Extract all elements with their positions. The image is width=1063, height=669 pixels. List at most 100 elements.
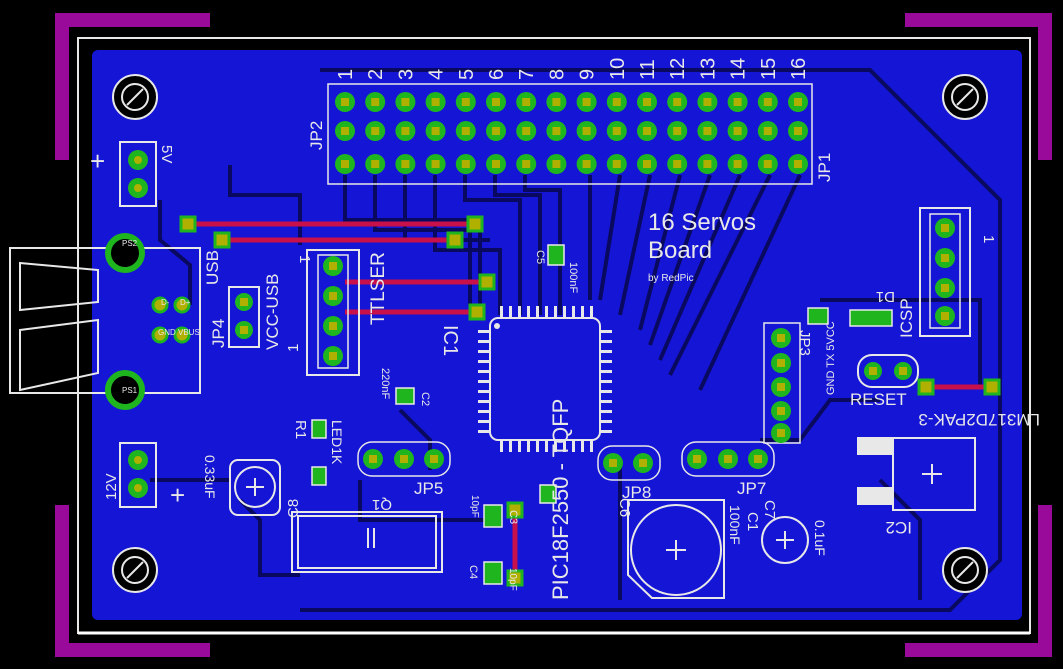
label-d1: D1 [876, 288, 895, 305]
ic1-pin [563, 440, 566, 452]
ic1-pin [509, 440, 512, 452]
header-pad [335, 154, 355, 174]
label-usb-ps1: PS1 [122, 386, 138, 395]
label-5v: 5V [158, 145, 175, 163]
ic1-pin [563, 306, 566, 318]
mounting-hole [112, 74, 158, 120]
mounting-hole [112, 547, 158, 593]
label-c4-val: 10pF [507, 568, 518, 591]
jp3-pin [771, 423, 791, 443]
ic1-pin [600, 390, 612, 393]
label-jp4: JP4 [209, 319, 228, 348]
header-number: 13 [697, 58, 719, 80]
ttlser-pin [323, 316, 343, 336]
label-icsp-pin: 1 [980, 235, 997, 243]
header-pad [697, 92, 718, 112]
header-number: 12 [667, 58, 689, 80]
label-c5-val: 100nF [567, 262, 579, 293]
ic1-pin [545, 440, 548, 452]
jp4-jumper [228, 286, 260, 348]
label-usb-dplus: D+ [180, 298, 191, 307]
label-c2-val: 220nF [379, 368, 391, 399]
header-pad [516, 92, 537, 112]
ic1-pin [500, 306, 503, 318]
header-number: 8 [546, 69, 568, 80]
ic1-pin [572, 440, 575, 452]
header-pad [395, 154, 416, 174]
label-c7-val: 0.1uF [812, 520, 828, 556]
header-pad [606, 154, 627, 174]
label-jp2: JP2 [307, 121, 326, 150]
ic1-pin [600, 330, 612, 333]
ic1-pin [572, 306, 575, 318]
icsp-pin [935, 306, 955, 326]
ic1-pin [478, 420, 490, 423]
header-pad [516, 154, 537, 174]
label-c8: C8 [285, 499, 302, 518]
header-pad [486, 92, 506, 112]
board-author: by RedPic [648, 273, 694, 284]
jp3-pin [771, 377, 791, 397]
header-pad [365, 92, 386, 112]
ttlser-pin [323, 346, 343, 366]
label-jp8: JP8 [622, 483, 651, 502]
header-pad [335, 121, 355, 141]
header-pad [667, 92, 688, 112]
label-c8-val: 0.33uF [202, 455, 218, 499]
header-number: 14 [728, 58, 750, 80]
c8-capacitor [229, 459, 281, 516]
ic1-pin [590, 440, 593, 452]
label-q1: Q1 [372, 496, 392, 513]
header-pad [425, 92, 446, 112]
label-ic2: IC2 [886, 518, 912, 537]
jp8-pin [603, 453, 623, 473]
header-number: 11 [637, 59, 659, 80]
ic2-regulator [857, 437, 976, 511]
c6-capacitor [627, 499, 725, 599]
ic1-pin [536, 306, 539, 318]
jp3-pin [771, 328, 791, 348]
board-title-line1: 16 Servos [648, 209, 756, 236]
label-reset: RESET [850, 390, 907, 409]
label-jp7: JP7 [737, 479, 766, 498]
label-vcc-usb-pin: 1 [285, 344, 302, 352]
ic1-pin [478, 400, 490, 403]
header-number: 7 [516, 69, 538, 80]
ic1-pin [518, 440, 521, 452]
ic1-pin [600, 430, 612, 433]
vias [179, 215, 1001, 587]
ic1-pin [581, 306, 584, 318]
header-pad [395, 121, 416, 141]
jp7-pin [687, 449, 707, 469]
ttlser-connector [306, 249, 360, 376]
ic1-pin [536, 440, 539, 452]
jp3-pin [771, 353, 791, 373]
header-pad [697, 154, 718, 174]
header-number: 4 [426, 69, 448, 80]
header-number: 15 [758, 58, 780, 80]
header-pad [637, 92, 657, 112]
header-pad [455, 92, 476, 112]
header-pad [486, 121, 506, 141]
board-title-line2: Board [648, 237, 712, 264]
ic1-pin [527, 306, 530, 318]
smd-parts [311, 244, 893, 585]
ic1-pin [600, 410, 612, 413]
mounting-hole [942, 74, 988, 120]
power-5v-terminal [119, 141, 157, 207]
jp3-pin [771, 401, 791, 421]
header-pad [697, 121, 718, 141]
ic1-pin [478, 430, 490, 433]
header-pad [365, 154, 386, 174]
ttlser-pin [323, 286, 343, 306]
label-c1: C1 [744, 512, 761, 531]
header-pad [788, 154, 808, 174]
label-jp1: JP1 [815, 153, 834, 182]
label-jp5: JP5 [414, 479, 443, 498]
jp5-pin [363, 449, 383, 469]
header-pad [455, 154, 476, 174]
header-pad [546, 154, 567, 174]
icsp-connector [919, 207, 971, 337]
label-c2: C2 [419, 392, 431, 406]
ic1-pin [478, 360, 490, 363]
